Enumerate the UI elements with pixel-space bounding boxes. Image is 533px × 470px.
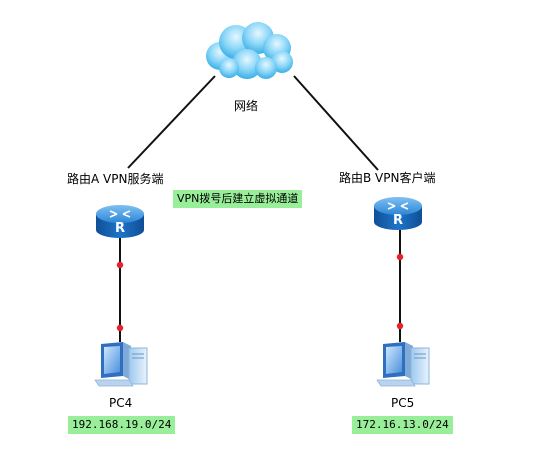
pc-icon[interactable]	[376, 342, 430, 387]
svg-text:R: R	[393, 213, 403, 228]
router-icon[interactable]: R	[96, 205, 144, 238]
port-dot	[396, 322, 404, 330]
cloud-icon[interactable]	[206, 22, 293, 79]
router-b-label: 路由B VPN客户端	[339, 171, 436, 185]
network-label: 网络	[234, 99, 259, 113]
link-cloud-router-a	[127, 75, 216, 169]
port-dot	[396, 253, 404, 261]
pc-icon[interactable]	[94, 342, 148, 387]
link-cloud-router-b	[293, 75, 379, 171]
pc4-label: PC4	[109, 396, 133, 410]
pc5-subnet-tag: 172.16.13.0/24	[352, 416, 453, 434]
router-icon[interactable]: R	[374, 197, 422, 230]
port-dot	[116, 261, 124, 269]
router-a-label: 路由A VPN服务端	[67, 172, 164, 186]
pc5-label: PC5	[391, 396, 415, 410]
svg-text:R: R	[115, 221, 125, 236]
port-dot	[116, 324, 124, 332]
tunnel-note: VPN拨号后建立虚拟通道	[173, 190, 303, 208]
pc4-subnet-tag: 192.168.19.0/24	[68, 416, 176, 434]
